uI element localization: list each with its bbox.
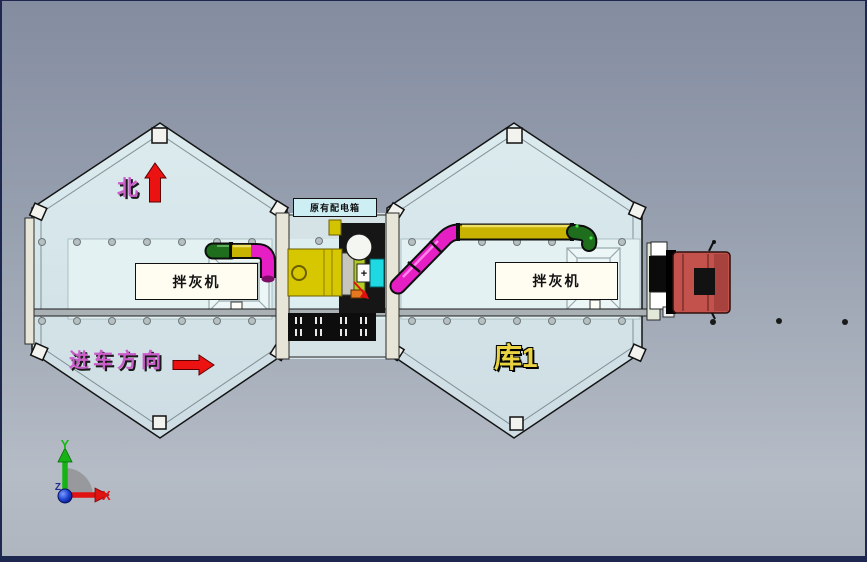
platform-dash [360, 317, 362, 324]
anchor-bolt [408, 317, 416, 325]
anchor-bolt [248, 317, 256, 325]
pump-port [291, 265, 307, 281]
platform-dash [315, 329, 317, 336]
conveying-pipes[interactable] [204, 223, 598, 295]
anchor-bolt [443, 317, 451, 325]
pipe-ring [429, 240, 443, 254]
platform-dash [340, 329, 342, 336]
anchor-bolt [73, 317, 81, 325]
truck-frame [666, 250, 676, 314]
anchor-bolt [108, 238, 116, 246]
anchor-bolt [513, 317, 521, 325]
mixer-right-text: 拌灰机 [532, 273, 581, 289]
north-arrow[interactable] [144, 162, 167, 203]
truck-mirror-top [650, 241, 668, 257]
distribution-box-text: 原有配电箱 [309, 203, 360, 213]
pipe-flange [229, 242, 233, 259]
anchor-bolt [583, 317, 591, 325]
z-axis-label: Z [55, 482, 61, 493]
marker-dot [710, 319, 716, 325]
platform-dash [340, 317, 342, 324]
red-leader-arrowhead [360, 290, 369, 299]
anchor-bolt [408, 238, 416, 246]
platform-dash [320, 329, 322, 336]
truck-sunroof [694, 268, 715, 295]
anchor-bolt [315, 237, 323, 245]
mixer-left-text: 拌灰机 [172, 273, 221, 290]
anchor-bolt [178, 317, 186, 325]
anchor-bolt [38, 238, 46, 246]
z-axis-origin-sphere [57, 488, 73, 504]
blower-dome[interactable] [345, 233, 373, 261]
y-axis-arrowhead [57, 447, 73, 463]
truck-cab-front [714, 254, 728, 311]
anchor-bolt [548, 317, 556, 325]
y-axis-label: Y [61, 437, 70, 452]
platform-dash [365, 317, 367, 324]
pipe-flange [456, 223, 460, 241]
anchor-bolt [143, 238, 151, 246]
anchor-bolt [108, 317, 116, 325]
mixer-right-callout[interactable]: 拌灰机 [495, 262, 618, 300]
anchor-bolt [38, 317, 46, 325]
pipe-end-cap [261, 275, 275, 283]
platform-dash [345, 329, 347, 336]
pipe-ring [407, 261, 421, 273]
anchor-bolt [618, 238, 626, 246]
cyan-unit[interactable] [369, 258, 385, 288]
anchor-bolt [143, 317, 151, 325]
platform-dash [365, 329, 367, 336]
mixer-left-callout[interactable]: 拌灰机 [135, 263, 258, 300]
marker-dot [776, 318, 782, 324]
anchor-bolt [618, 317, 626, 325]
platform-dash [300, 329, 302, 336]
pipe-speck [575, 224, 579, 228]
anchor-bolt [478, 317, 486, 325]
platform-dash [320, 317, 322, 324]
platform-dash [295, 329, 297, 336]
view-triad: Y X Z [55, 437, 111, 504]
north-label[interactable]: 北 [117, 177, 138, 200]
pipe-right-green-fill [568, 226, 596, 250]
control-box-plus: + [361, 268, 367, 280]
platform-dash [345, 317, 347, 324]
distribution-box-callout[interactable]: 原有配电箱 [293, 198, 377, 217]
pipe-highlight [402, 240, 439, 278]
entry-direction-arrow[interactable] [172, 354, 215, 376]
entry-direction-label[interactable]: 进车方向 [69, 350, 165, 372]
anchor-bolt [213, 317, 221, 325]
truck-mirror-arm-top [708, 242, 714, 252]
pipe-left-magenta-fill [251, 245, 274, 278]
anchor-bolt [73, 238, 81, 246]
x-axis-arrowhead [94, 487, 110, 503]
triad-arc [65, 468, 93, 496]
truck-mirror-arm-bottom [711, 312, 716, 320]
truck[interactable] [649, 240, 731, 320]
warehouse-1-label[interactable]: 库1 [494, 342, 538, 373]
platform-dash [300, 317, 302, 324]
anchor-bolt [178, 238, 186, 246]
platform-dash [295, 317, 297, 324]
pipe-speck [589, 236, 593, 240]
platform-dash [315, 317, 317, 324]
marker-dot [842, 319, 848, 325]
pipe-riser-yellow[interactable] [328, 219, 342, 236]
truck-mirror-arm-top-tip [712, 240, 716, 244]
x-axis-label: X [102, 488, 111, 503]
mixing-pump-unit[interactable]: + [287, 219, 385, 341]
platform-dash [360, 329, 362, 336]
